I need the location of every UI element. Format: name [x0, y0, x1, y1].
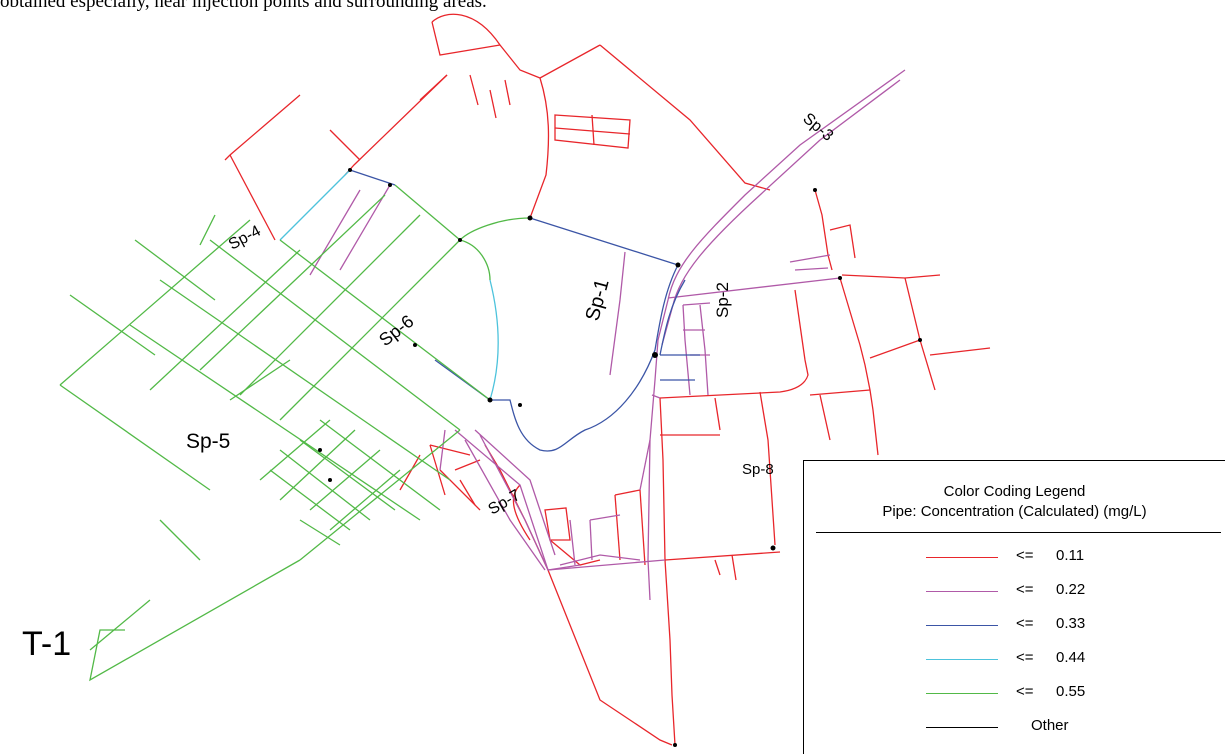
legend-rows: <= 0.11 <= 0.22 <= 0.33 <= 0.44 <= 0.55 … [804, 547, 1225, 751]
legend-divider [816, 532, 1221, 533]
legend-operator: <= [1016, 649, 1034, 666]
legend-value: Other [1031, 717, 1069, 734]
cyan-pipe-group [279, 169, 499, 401]
legend-value: 0.11 [1056, 547, 1085, 564]
label-sp2: Sp-2 [713, 282, 732, 318]
legend-value: 0.44 [1056, 649, 1086, 666]
legend-value: 0.55 [1056, 683, 1086, 700]
label-sp3: Sp-3 [799, 110, 836, 145]
label-sp8: Sp-8 [742, 461, 774, 478]
legend-swatch [926, 625, 998, 626]
legend-swatch [926, 727, 998, 728]
legend-swatch [926, 693, 998, 694]
green-pipe-group [59, 184, 531, 682]
legend-row: <= 0.33 [804, 615, 1225, 649]
label-sp7: Sp-7 [486, 487, 524, 519]
legend-operator: <= [1016, 683, 1034, 700]
legend-row: Other [804, 717, 1225, 751]
legend-row: <= 0.55 [804, 683, 1225, 717]
legend-title: Color Coding Legend [943, 483, 1086, 500]
pipe-junctions [318, 168, 922, 747]
purple-pipe-group [309, 69, 906, 601]
legend-swatch [926, 557, 998, 558]
legend-value: 0.33 [1056, 615, 1086, 632]
caption-text: obtained especially, near injection poin… [0, 0, 487, 12]
legend-operator: <= [1016, 581, 1034, 598]
legend-swatch [926, 591, 998, 592]
label-sp4: Sp-4 [226, 223, 264, 254]
blue-pipe-group [349, 169, 700, 452]
label-sp1: Sp-1 [582, 277, 614, 324]
label-t1: T-1 [22, 625, 71, 663]
color-legend: Color Coding Legend Pipe: Concentration … [803, 460, 1225, 754]
legend-row: <= 0.44 [804, 649, 1225, 683]
legend-value: 0.22 [1056, 581, 1086, 598]
legend-swatch [926, 659, 998, 660]
legend-operator: <= [1016, 615, 1034, 632]
legend-row: <= 0.22 [804, 581, 1225, 615]
label-sp5: Sp-5 [186, 430, 230, 453]
legend-operator: <= [1016, 547, 1034, 564]
legend-subtitle: Pipe: Concentration (Calculated) (mg/L) [882, 503, 1147, 520]
legend-row: <= 0.11 [804, 547, 1225, 581]
